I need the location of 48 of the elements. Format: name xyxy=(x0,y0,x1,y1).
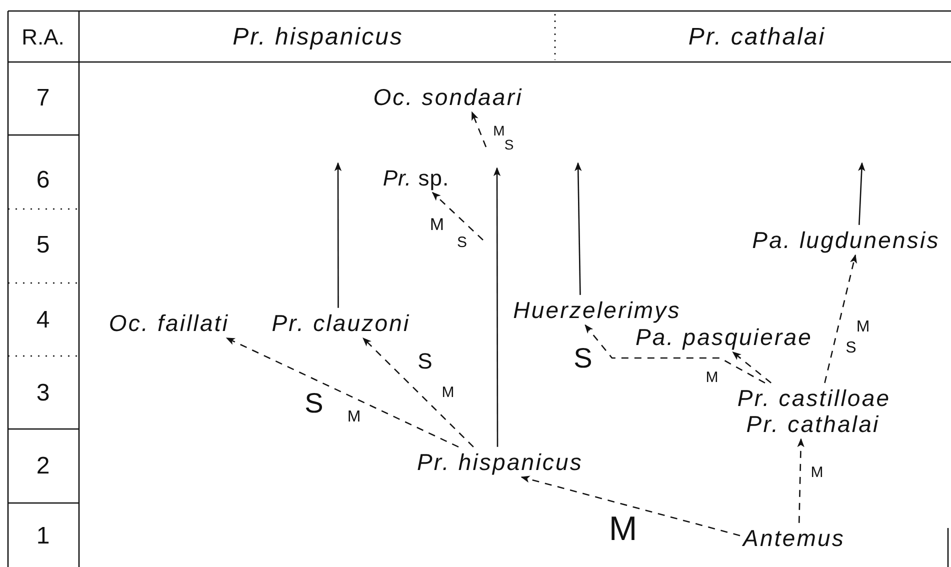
taxon-name: Pr. sp. xyxy=(382,166,450,190)
taxon-name: Pr. cathalai xyxy=(746,412,880,436)
letter-mark: M xyxy=(856,320,870,336)
dashed-arrow xyxy=(584,324,766,384)
taxon-name: Oc. sondaari xyxy=(373,84,523,110)
rank-number: 3 xyxy=(36,380,50,406)
dashed-arrow xyxy=(797,438,804,523)
letter-mark: S xyxy=(418,349,432,373)
letter-mark: S xyxy=(304,388,324,418)
letter-mark: S xyxy=(504,138,514,152)
rank-number: 6 xyxy=(36,167,50,193)
dashed-arrow xyxy=(432,192,484,240)
dashed-arrow xyxy=(226,337,459,448)
letter-mark: S xyxy=(574,343,592,373)
taxon-name: Pr. hispanicus xyxy=(417,450,583,474)
rank-number: 4 xyxy=(36,307,50,333)
letter-mark: M xyxy=(442,385,454,401)
dashed-arrow xyxy=(520,476,740,536)
taxon-name: Pr. clauzoni xyxy=(272,310,410,336)
letter-mark: M xyxy=(430,216,444,234)
letter-mark: S xyxy=(457,235,467,251)
taxon-name: Pa. pasquierae xyxy=(635,324,813,350)
dashed-arrow xyxy=(362,337,474,448)
arrow xyxy=(858,162,866,225)
dashed-arrow xyxy=(824,254,857,384)
letter-mark: M xyxy=(608,512,638,548)
arrow xyxy=(574,162,582,295)
column-heading: R.A. xyxy=(22,25,64,49)
letter-mark: S xyxy=(846,340,856,358)
arrow xyxy=(493,167,501,447)
taxon-name: Pr. castilloae xyxy=(737,386,891,410)
rank-number: 7 xyxy=(36,85,50,111)
column-heading: Pr. cathalai xyxy=(688,24,826,50)
rank-number: 1 xyxy=(36,523,50,549)
dashed-arrow xyxy=(471,111,487,148)
rank-number: 2 xyxy=(36,453,50,479)
taxon-name: Antemus xyxy=(743,526,845,550)
rank-number: 5 xyxy=(36,232,50,258)
letter-mark: M xyxy=(347,410,361,426)
arrow xyxy=(334,162,342,308)
taxon-name: Oc. faillati xyxy=(108,310,230,336)
letter-mark: M xyxy=(810,465,824,481)
taxon-name: Pa. lugdunensis xyxy=(752,228,940,252)
column-heading: Pr. hispanicus xyxy=(232,24,404,50)
taxon-name: Huerzelerimys xyxy=(513,298,681,322)
letter-mark: M xyxy=(706,370,718,386)
dashed-arrow xyxy=(732,352,772,384)
letter-mark: M xyxy=(493,124,505,138)
